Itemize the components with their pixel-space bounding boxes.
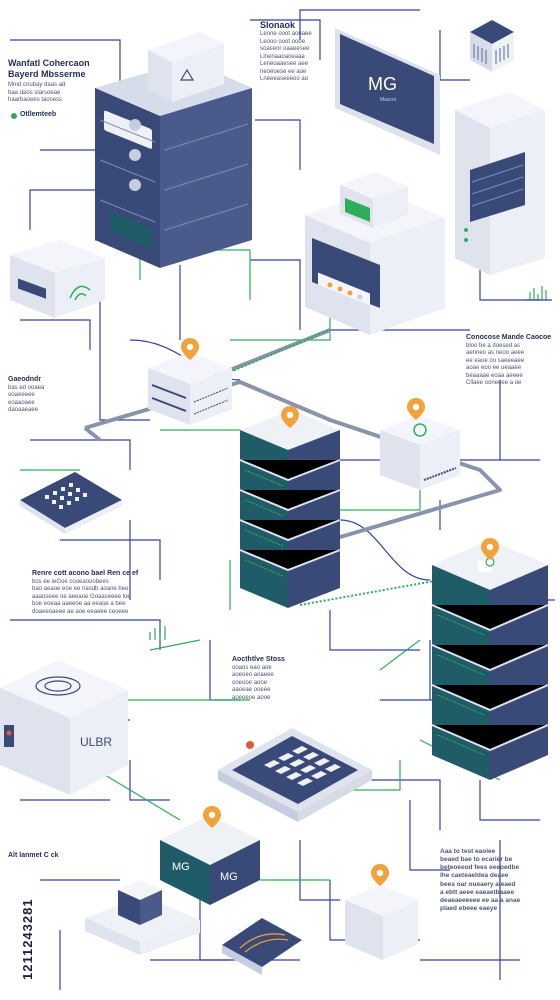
body-line: bos ee ieGoe cooeaooobees [32,578,109,585]
body-line: a ebtt aeee eaeaetbaaee [440,888,515,896]
body-line: lhe caeteaeldea deaee [440,872,509,880]
left-mid-text: Gaeodndr bas ed ooaea ooaeeeee eoaaoaee … [8,376,44,415]
body-line: plaed ebeee eaeye [440,904,498,912]
watermark-id-text: 1211243281 [20,898,35,980]
top-left-title: Wanfatl Cohercaon Bayerd Mbsserme [8,58,90,81]
body-line: Leooo ooot oooe [260,38,306,45]
workstation-stack [85,880,200,955]
body-line: haarbaoees taosess [8,97,63,103]
monitor-big-text: MG [368,74,397,94]
control-console [305,172,445,335]
body-line: ooeooe aooe [232,679,268,686]
status-dot [11,113,17,119]
body-line: bloo be a doesed as [466,342,521,349]
signal-icon [69,285,91,299]
watermark-id: 1211243281 [4,770,35,990]
body-line: aoeoeoe aooe [232,694,271,701]
location-pin-icon [371,864,389,886]
body-line: bas ed ooaea [8,384,45,391]
circuit-module [222,918,302,975]
backup-node [345,864,418,960]
body-line: Llnenaaoaoeaaa [260,53,305,60]
main-server-rack [95,32,252,268]
top-center-title: Slonaok [260,20,296,30]
port-grid [264,746,341,786]
center-lower-text: Aocthtlve Stoss ooaos eao aoe aoeoeo aoa… [232,656,285,702]
body-line: Leneoaaesee aee [260,61,309,68]
top-left-title-line1: Wanfatl Cohercaon [8,58,90,68]
body-line: neoeoese ee aoe [260,68,307,75]
body-line: bees oar oueaery aleaed [440,880,516,888]
switch-panel [218,728,372,822]
body-line: boe eoeaa aaeeoe aa eeaoe a bee [32,601,126,608]
body-line: bao aeaoe eoe ee nasdb aoane bee [32,586,129,593]
right-mid-text: Conocose Mande Caocoe bloo be a doesed a… [466,334,551,388]
left-lower-text: Renre cott acono bael Ren ce ef bos ee i… [32,570,172,616]
router-device: ULBR [0,660,128,795]
body-line: aaaoseee oe aeeaoe Goaaseeee loe [32,593,131,600]
top-left-title-line2: Bayerd Mbsserme [8,69,86,80]
level-bars [526,286,552,301]
storage-cabinet [455,92,545,275]
svg-text:MG: MG [172,861,190,873]
edge-node-right [380,398,460,490]
warning-triangle-icon [179,68,195,81]
body-line: Aaa to test eaoiee [440,848,496,855]
body-line: beaaaae eoaa aeeee [466,372,523,379]
database-cluster [431,538,549,780]
body-line: eoaaoaee [8,399,35,406]
body-line: ee eaoe oo saeeeaee [466,357,525,364]
body-line: daoaaeaee [8,407,39,414]
right-mid-title: Conocose Mande Caocoe [466,334,552,341]
bottom-left-title: Alt lanmet C ck [8,852,59,859]
edge-server-bottom: MG MG [160,806,260,905]
body-line: baa daos slarsoeae [8,89,61,96]
body-line: aaoeae ooeee [232,687,271,694]
processor-chip [470,20,514,72]
body-line: ooaos eao aoe [232,664,272,671]
body-line: deaeaeeeeee ee aa a anae [440,896,521,904]
top-left-tag: Otllemteeb [20,111,57,118]
body-line: Mmd cnubay daas ad [8,82,66,88]
body-line: aoae eoo ee ueaaee [466,365,522,372]
body-line: doaeeoaeee ae aoe eeaeee ceoeee [32,608,129,615]
left-lower-title: Renre cott acono bael Ren ce ef [32,570,139,577]
left-mid-title: Gaeodndr [8,376,42,383]
server-label: MG [220,871,238,883]
monitor-small-text: Mascor [380,97,397,103]
center-lower-title: Aocthtlve Stoss [232,656,285,663]
body-line: soaseor oaaeesee [260,46,310,53]
body-line: Lenne ooot aonaee [260,31,312,38]
body-line: beteoeeod fees eeeoedbe [440,864,520,872]
top-left-body: Mmd cnubay daas ad baa daos slarsoeae ha… [8,82,65,105]
bottom-right-text: Aaa to test eaoiee beaed bae to ecarier … [440,848,555,913]
router-label: ULBR [80,735,112,749]
body-line: beaed bae to ecarier be [440,856,513,864]
body-line: Lneeeaseeeoo ao [260,76,309,83]
body-line: aenneo as neoo aeee [466,350,525,357]
body-line: ooaeeeee [8,392,35,399]
monitor-display: MG Mascor [335,28,440,155]
tablet-device [20,472,122,534]
edge-node-left [148,338,232,425]
gateway-box [10,240,105,318]
core-server-stack [239,406,341,608]
body-line: aoeoeo aoaeee [232,672,274,679]
top-center-text: Slonaok Lenne ooot aonaee Leooo ooot ooo… [260,20,312,84]
body-line: Cllaee ooneeee a oe [466,380,522,387]
level-bars-left [149,626,166,640]
